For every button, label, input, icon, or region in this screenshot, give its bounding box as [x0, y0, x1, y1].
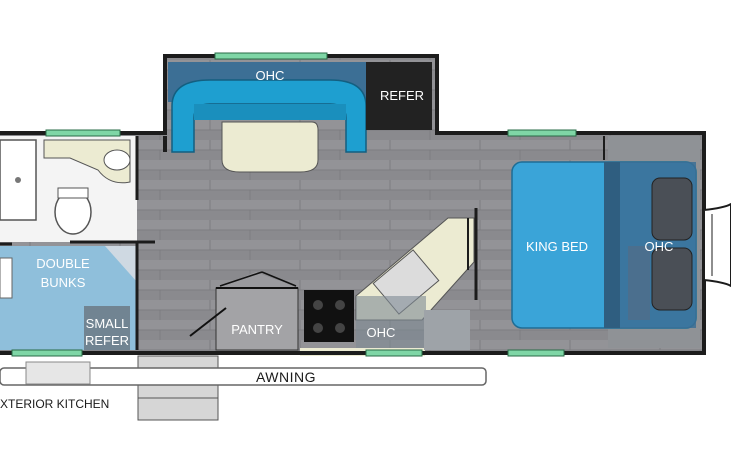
king-bed-label: KING BED: [526, 239, 588, 254]
refer-label: REFER: [380, 88, 424, 103]
small-refer-label-line1: SMALL: [86, 316, 129, 331]
pantry: [189, 271, 299, 351]
window: [11, 349, 83, 357]
shower: [0, 139, 37, 221]
windows: [11, 52, 577, 357]
ohc-bedroom-label: OHC: [645, 239, 674, 254]
awning-label: AWNING: [256, 369, 316, 385]
bathroom: [0, 136, 137, 242]
bedroom: [511, 136, 700, 348]
dinette-table: [221, 121, 319, 173]
window: [214, 52, 328, 60]
pantry-label: PANTRY: [231, 322, 283, 337]
outer-walls: [0, 54, 706, 355]
double-bunks-label-line1: DOUBLE: [36, 256, 90, 271]
ohc-kitchen-label: OHC: [367, 325, 396, 340]
small-refer-box: [84, 306, 130, 350]
window: [45, 129, 121, 137]
vanity-counter: [43, 139, 131, 184]
double-bunks-label-line2: BUNKS: [41, 275, 86, 290]
front-cap: [703, 202, 731, 288]
slide-out-dinette: [168, 62, 432, 173]
refer-box: [366, 62, 432, 130]
ohc-slide-label: OHC: [256, 68, 285, 83]
window: [507, 349, 565, 357]
small-refer-label-line2: REFER: [85, 333, 129, 348]
pillow: [651, 247, 693, 311]
bunk-room: [0, 246, 137, 350]
interior-walls: [0, 136, 605, 350]
awning-bar: [0, 367, 487, 386]
window: [365, 349, 423, 357]
stove: [304, 290, 354, 342]
sink: [103, 149, 131, 171]
exterior-kitchen-label: XTERIOR KITCHEN: [0, 397, 109, 411]
pillow: [651, 177, 693, 241]
window: [507, 129, 577, 137]
awning-area: [0, 355, 487, 421]
